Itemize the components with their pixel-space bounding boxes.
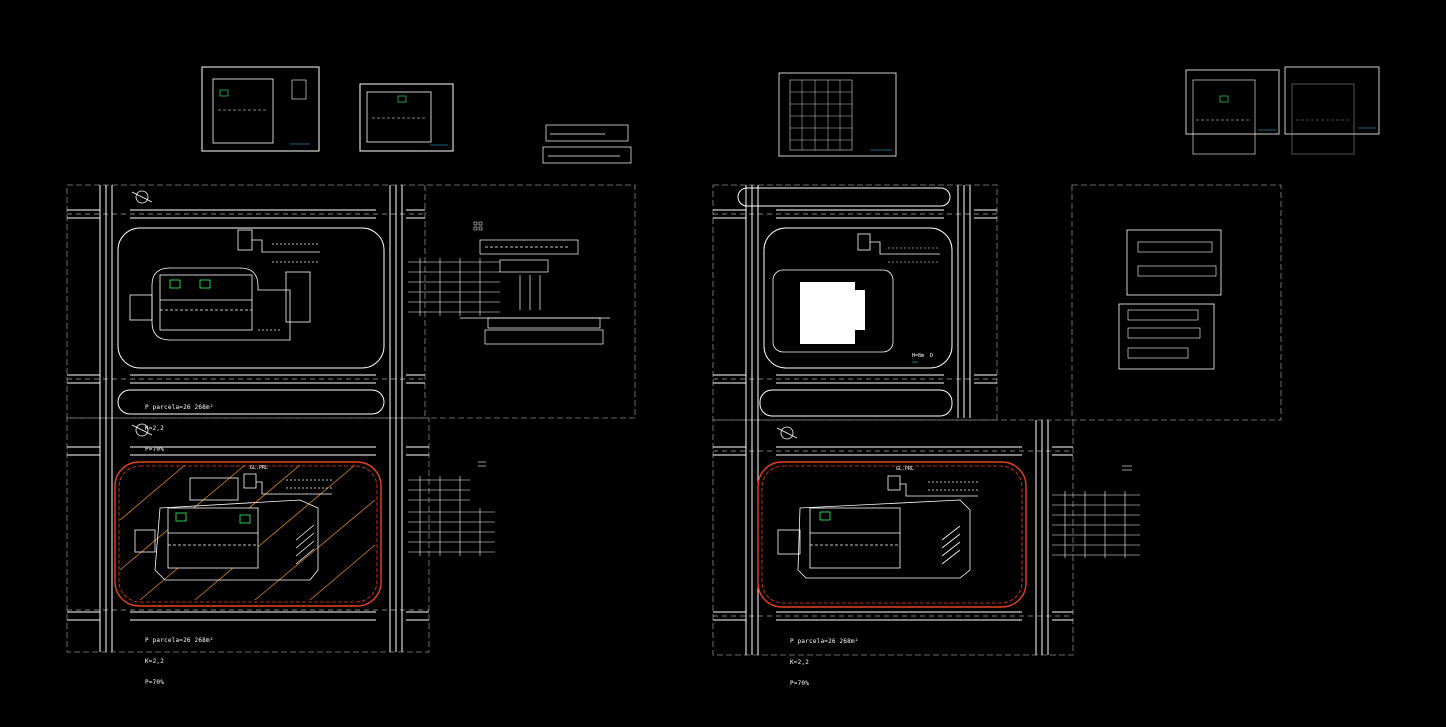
site-area-label: P parcela=26 268m² — [145, 637, 214, 644]
right-lower-site-stats: P parcela=26 268m² K=2,2 P=70% — [790, 624, 859, 694]
right-elevations[interactable] — [1118, 229, 1222, 370]
site-p-label: P=70% — [145, 446, 165, 453]
left-lower-building[interactable] — [134, 473, 332, 581]
right-lower-grid-legend — [1052, 465, 1140, 558]
left-upper-road-centerlines — [67, 185, 425, 652]
left-sheet-frames — [66, 184, 636, 653]
left-elevation-thumbs[interactable] — [542, 124, 632, 164]
left-thumbnail-1[interactable] — [201, 66, 320, 152]
site-k-label: K=2,2 — [145, 658, 165, 665]
site-k-label: K=2,2 — [790, 659, 810, 666]
site-p-label: P=70% — [790, 680, 810, 687]
right-lower-roads — [713, 446, 1073, 621]
right-lower-building[interactable] — [777, 475, 978, 579]
right-thumbnail-grid[interactable] — [778, 72, 897, 157]
right-boundary-tag: GL.PRL — [896, 466, 915, 472]
north-arrow-icon — [131, 190, 153, 437]
left-site-boundary — [114, 461, 382, 607]
site-area-label: P parcela=26 268m² — [790, 638, 859, 645]
right-building-massing[interactable] — [772, 233, 940, 363]
left-upper-building[interactable] — [129, 229, 320, 341]
left-upper-site-stats: P parcela=26 268m² K=2,2 P=70% — [145, 390, 214, 460]
left-lower-grid-legend — [408, 461, 495, 556]
north-arrow-icon — [776, 426, 798, 440]
site-area-label: P parcela=26 268m² — [145, 404, 214, 411]
left-sheet — [66, 66, 636, 653]
left-upper-grid-legend — [408, 258, 500, 316]
right-site-boundary — [757, 461, 1027, 608]
right-sheet — [712, 66, 1380, 656]
left-detail-drawings[interactable] — [460, 221, 610, 345]
right-sheet-frames — [712, 184, 1282, 656]
site-k-label: K=2,2 — [145, 425, 165, 432]
site-p-label: P=70% — [145, 679, 165, 686]
right-height-annotation: H=8m D — [912, 353, 934, 359]
left-lower-roads — [67, 446, 429, 621]
right-road-centerlines — [713, 185, 1043, 655]
left-thumbnail-2[interactable] — [359, 83, 454, 152]
left-upper-roads — [67, 185, 425, 652]
right-thumbnail-1[interactable] — [1185, 69, 1280, 155]
left-boundary-tag: GL.PRL — [250, 465, 269, 471]
left-lower-site-stats: P parcela=26 268m² K=2,2 P=70% — [145, 623, 214, 693]
right-thumbnail-2[interactable] — [1284, 66, 1380, 155]
